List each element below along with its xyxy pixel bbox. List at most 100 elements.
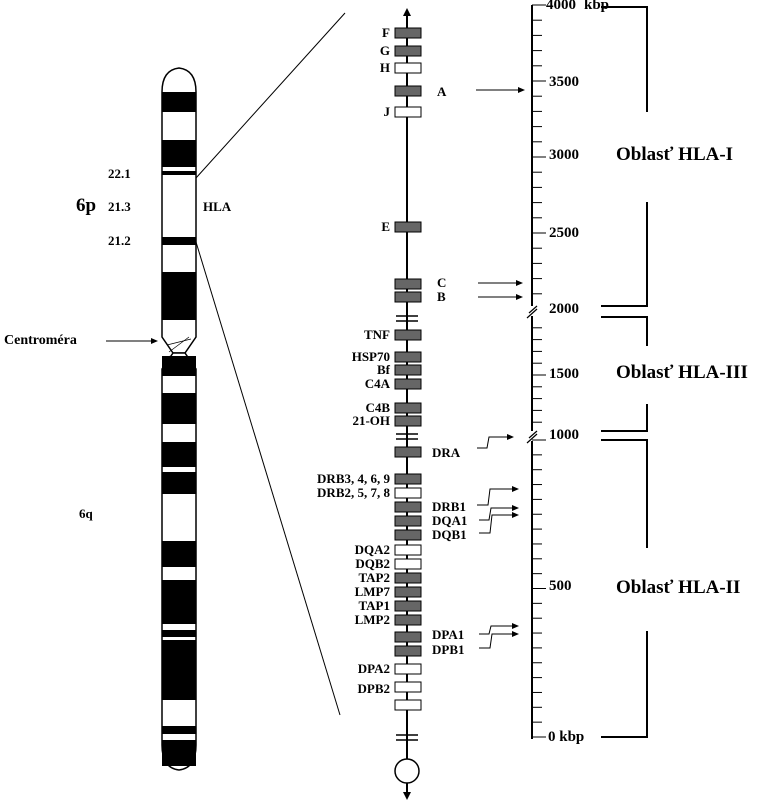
arrowhead: [512, 505, 519, 511]
bracket-hla1-top: [601, 6, 648, 112]
band: [162, 580, 196, 624]
gene-label-f: F: [382, 25, 390, 40]
band: [162, 356, 196, 376]
gene-box-bf: [394, 364, 422, 376]
scale-break: [528, 430, 538, 439]
gene-label-dpb2: DPB2: [357, 681, 391, 696]
gene-label-a: A: [437, 84, 447, 99]
gene-box-c4b: [394, 402, 422, 414]
gene-label-dqa1: DQA1: [432, 513, 468, 528]
arrowhead: [507, 434, 514, 440]
gene-label-tap1: TAP1: [358, 598, 390, 613]
arrowhead: [512, 623, 519, 629]
gene-label-c4a: C4A: [364, 376, 390, 391]
arrowhead: [516, 294, 523, 300]
band: [162, 640, 196, 700]
arrowhead: [512, 512, 519, 518]
band-label-22-1: 22.1: [108, 166, 131, 181]
gene-box-lmp7: [394, 586, 422, 598]
gene-box-lmp2: [394, 614, 422, 626]
centromere-circle-icon: [394, 758, 420, 784]
gene-box-b: [394, 291, 422, 303]
band: [162, 442, 196, 467]
band: [162, 472, 196, 494]
gene-box-dqb1: [394, 529, 422, 541]
centromere-hatch: [166, 338, 192, 346]
scale-break: [528, 305, 538, 314]
gene-box-unlabeled: [394, 699, 422, 711]
arm-label-6p: 6p: [76, 195, 97, 216]
arrowhead: [512, 631, 519, 637]
gene-label-drb2: DRB2, 5, 7, 8: [317, 485, 390, 500]
gene-label-j: J: [383, 104, 391, 119]
scale-label-1000: 1000: [549, 427, 579, 443]
pointer-dpa1: [479, 625, 514, 635]
pointer-dqb1: [479, 514, 514, 534]
gene-box-a: [394, 85, 422, 97]
gene-label-dpa2: DPA2: [357, 661, 390, 676]
scale-break: [526, 308, 538, 319]
gene-pointer-arrowheads: [507, 87, 525, 637]
band: [162, 140, 196, 167]
bracket-hla3-top: [601, 316, 648, 346]
gene-box-dpa2: [394, 663, 422, 675]
gene-box-dpa1: [394, 631, 422, 643]
gene-label-hsp70: HSP70: [351, 349, 390, 364]
scale-label-3500: 3500: [549, 74, 579, 90]
hla-label: HLA: [203, 199, 232, 214]
kbp-scale: [526, 5, 538, 739]
chromosome-6: [161, 67, 197, 771]
arrowhead: [512, 486, 519, 492]
gene-box-dra: [394, 446, 422, 458]
scale-label-4000: 4000: [546, 0, 576, 13]
scale-label-3000: 3000: [549, 147, 579, 163]
region-label-hla2: Oblasť HLA-II: [616, 577, 741, 598]
gene-box-dqa2: [394, 544, 422, 556]
gene-box-e: [394, 221, 422, 233]
gene-label-lmp7: LMP7: [354, 584, 390, 599]
band-label-21-3: 21.3: [108, 199, 131, 214]
gene-label-tnf: TNF: [364, 327, 390, 342]
band: [162, 541, 196, 567]
scale-ticks: [532, 4, 546, 738]
gene-label-drb1: DRB1: [432, 499, 466, 514]
gene-label-g: G: [379, 43, 390, 58]
region-label-hla3: Oblasť HLA-III: [616, 362, 748, 383]
gene-box-drb1: [394, 501, 422, 513]
scale-label-2500: 2500: [549, 225, 579, 241]
band: [162, 171, 196, 175]
gene-label-tap2: TAP2: [358, 570, 390, 585]
gene-label-dra: DRA: [432, 445, 461, 460]
gene-box-dqa1: [394, 515, 422, 527]
region-label-hla1: Oblasť HLA-I: [616, 144, 734, 165]
gene-box-c: [394, 278, 422, 290]
gene-label-dqb2: DQB2: [355, 556, 390, 571]
gene-box-drb3: [394, 473, 422, 485]
gene-box-tnf: [394, 329, 422, 341]
band: [162, 726, 196, 734]
pointer-drb1: [477, 488, 514, 506]
gene-box-hsp70: [394, 351, 422, 363]
band: [162, 237, 196, 245]
gene-label-lmp2: LMP2: [354, 612, 390, 627]
arrowhead: [516, 280, 523, 286]
centromere-label: Centroméra: [4, 333, 77, 348]
band-label-21-2: 21.2: [108, 233, 131, 248]
gene-label-21oh: 21-OH: [352, 413, 390, 428]
bracket-hla2-bottom: [601, 631, 648, 738]
gene-box-j: [394, 106, 422, 118]
band: [162, 92, 196, 112]
scale-unit-kbp: kbp: [584, 0, 610, 13]
centromere-arrowhead: [151, 338, 158, 344]
centromere-hatch: [168, 336, 190, 353]
gene-box-f: [394, 27, 422, 39]
arm-label-6q: 6q: [79, 506, 93, 521]
gene-label-c4b: C4B: [365, 400, 390, 415]
arrow-up-icon: [403, 8, 411, 16]
gene-label-h: H: [379, 60, 390, 75]
scale-label-2000: 2000: [549, 301, 579, 317]
gene-label-bf: Bf: [377, 362, 390, 377]
gene-box-h: [394, 62, 422, 74]
